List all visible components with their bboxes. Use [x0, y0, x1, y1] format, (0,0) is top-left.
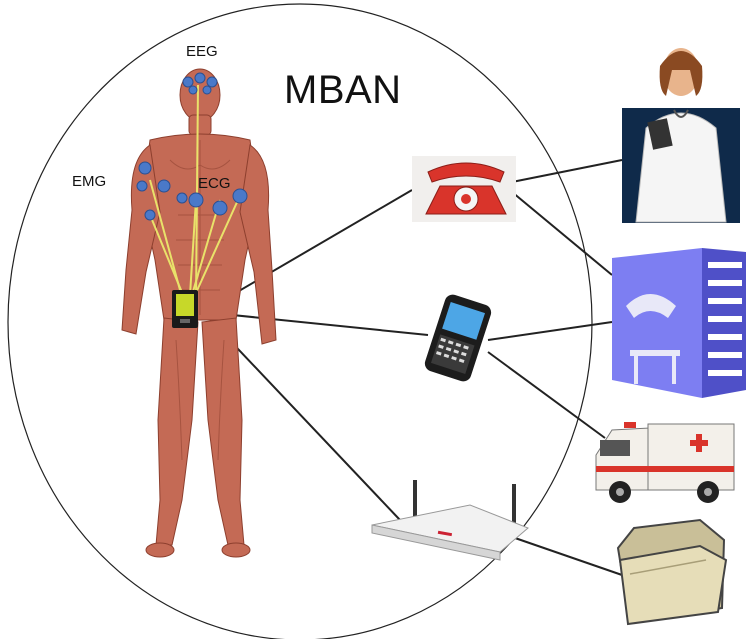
ecg-label: ECG [198, 175, 231, 192]
connection-lines [202, 159, 623, 576]
mban-title: MBAN [284, 68, 402, 112]
emg-sensor [136, 180, 148, 192]
ecg-sensor [212, 200, 228, 216]
eeg-sensor [206, 76, 218, 88]
emg-sensor [138, 161, 152, 175]
left-foot [145, 542, 175, 558]
eeg-sensor [188, 85, 198, 95]
ecg-sensor [232, 188, 248, 204]
link-router-records [514, 537, 623, 576]
link-telephone-hospital [511, 191, 613, 276]
link-hub-smartphone [202, 311, 429, 336]
sensors [136, 72, 248, 221]
wireless-router-icon [371, 480, 529, 561]
lead-ecg-2 [194, 199, 239, 296]
neck [188, 114, 212, 136]
link-telephone-doctor [511, 159, 623, 183]
emg-sensor [157, 179, 171, 193]
hospital-building-icon [612, 248, 746, 398]
link-smartphone-ambulance [487, 351, 606, 439]
ambulance-icon [595, 422, 735, 503]
lead-eeg [195, 84, 199, 301]
lead-emg-2 [149, 179, 181, 291]
left-arm [121, 144, 161, 335]
smartphone-icon [424, 294, 492, 382]
sensor-leads [147, 84, 239, 301]
human-body-figure [121, 68, 277, 558]
right-foot [221, 542, 251, 558]
muscle-definition [169, 140, 231, 461]
right-arm [239, 144, 277, 345]
telephone-icon [412, 156, 516, 222]
ecg-sensor [188, 192, 204, 208]
eeg-label: EEG [186, 43, 218, 60]
eeg-sensor [194, 72, 206, 84]
folder-icon [616, 518, 728, 626]
eeg-sensor [182, 76, 194, 88]
eeg-sensor [202, 85, 212, 95]
doctor-icon [622, 48, 740, 223]
lead-ecg-1 [191, 199, 221, 296]
emg-label: EMG [72, 173, 107, 190]
left-leg [155, 317, 199, 546]
wearable-hub-icon [172, 290, 198, 328]
emg-sensor [144, 209, 156, 221]
link-smartphone-hospital [487, 321, 613, 341]
lead-ecg-3 [189, 199, 197, 296]
ecg-sensor [176, 192, 188, 204]
